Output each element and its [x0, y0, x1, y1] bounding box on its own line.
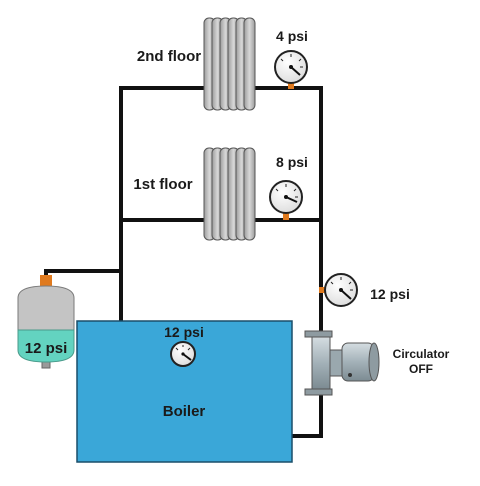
expansion-tank-pressure-label: 12 psi: [25, 340, 68, 357]
circulator-status-label: OFF: [409, 362, 433, 376]
radiator-floor1: [203, 147, 256, 241]
boiler-label: Boiler: [163, 403, 206, 420]
expansion-tank-pipe: [44, 269, 121, 276]
expansion-tank-fitting: [40, 275, 52, 286]
circulator-label: Circulator: [393, 347, 450, 361]
circulator-pump: [304, 330, 380, 396]
supply-pressure-label: 12 psi: [370, 286, 410, 302]
floor2-pressure-label: 4 psi: [276, 28, 308, 44]
pump-discharge-pipe: [291, 388, 323, 438]
floor1-label: 1st floor: [133, 176, 192, 193]
pressure-gauge-supply: [319, 273, 358, 307]
radiator-floor2: [203, 17, 256, 111]
pressure-gauge-floor2: [274, 50, 308, 89]
boiler-pressure-label: 12 psi: [164, 324, 204, 340]
expansion-tank: [17, 285, 75, 369]
pressure-gauge-boiler: [170, 341, 196, 367]
pressure-gauge-floor1: [269, 180, 303, 220]
floor1-pressure-label: 8 psi: [276, 154, 308, 170]
floor2-label: 2nd floor: [137, 48, 201, 65]
